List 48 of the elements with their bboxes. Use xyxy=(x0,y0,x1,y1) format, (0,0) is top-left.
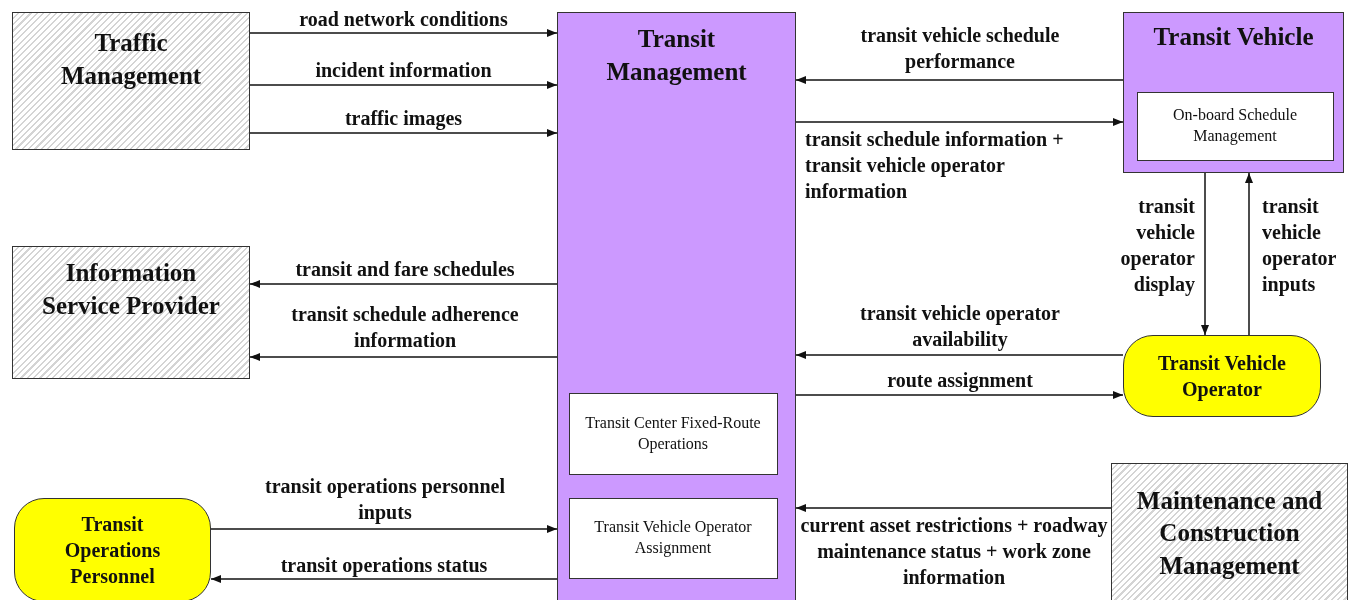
terminator-box xyxy=(14,498,211,600)
functional-element-box xyxy=(1136,91,1334,161)
external-system-box xyxy=(12,246,250,379)
edge-label: route assignment xyxy=(886,368,1034,393)
node-title: Transit Operations Personnel xyxy=(63,512,162,589)
functional-element-box xyxy=(568,497,778,579)
arrow xyxy=(795,76,1124,84)
arrow xyxy=(249,353,558,361)
arrow xyxy=(795,391,1124,399)
node-title: Transit Vehicle xyxy=(1152,22,1315,52)
subsystem-box xyxy=(557,12,796,600)
edge-label: transit and fare schedules xyxy=(294,257,516,282)
arrow xyxy=(795,118,1124,126)
arrow xyxy=(1245,172,1253,336)
edge-label: transit schedule adherence information xyxy=(290,302,520,353)
node-title: Information Service Provider xyxy=(41,258,221,321)
external-system-box xyxy=(12,12,250,150)
edge-label: current asset restrictions + roadway maintenance status + work zone information xyxy=(800,513,1108,590)
subsystem-box xyxy=(1123,12,1344,173)
edge-label: traffic images xyxy=(343,106,464,131)
edge-label: transit vehicle operator display xyxy=(1119,194,1195,297)
edge-label: transit operations status xyxy=(279,553,489,578)
arrow xyxy=(249,129,558,137)
arrow xyxy=(249,29,558,37)
arrow xyxy=(795,351,1124,359)
arrow xyxy=(795,504,1112,512)
edge-label: transit schedule information + transit vehicle operator information xyxy=(805,127,1065,204)
arrow xyxy=(249,81,558,89)
edge-label: transit operations personnel inputs xyxy=(264,474,506,525)
arrow xyxy=(210,575,558,583)
node-title: Transit Management xyxy=(605,24,748,87)
external-system-box xyxy=(1111,463,1348,600)
node-title: Transit Vehicle Operator xyxy=(1157,351,1287,402)
node-title: Traffic Management xyxy=(59,28,203,91)
functional-element-box xyxy=(568,392,778,475)
arrow xyxy=(249,280,558,288)
terminator-box xyxy=(1123,335,1321,417)
arrow xyxy=(210,525,558,533)
edge-label: transit vehicle operator availability xyxy=(859,301,1061,352)
node-title: Transit Vehicle Operator Assignment xyxy=(593,517,753,559)
edge-label: transit vehicle schedule performance xyxy=(859,23,1061,74)
node-title: Transit Center Fixed-Route Operations xyxy=(584,412,762,455)
node-title: Maintenance and Construction Management xyxy=(1135,485,1324,581)
edge-label: road network conditions xyxy=(298,7,509,32)
node-title: On-board Schedule Management xyxy=(1172,105,1298,147)
edge-label: incident information xyxy=(314,58,493,83)
edge-label: transit vehicle operator inputs xyxy=(1262,194,1338,297)
arrow xyxy=(1201,172,1209,336)
